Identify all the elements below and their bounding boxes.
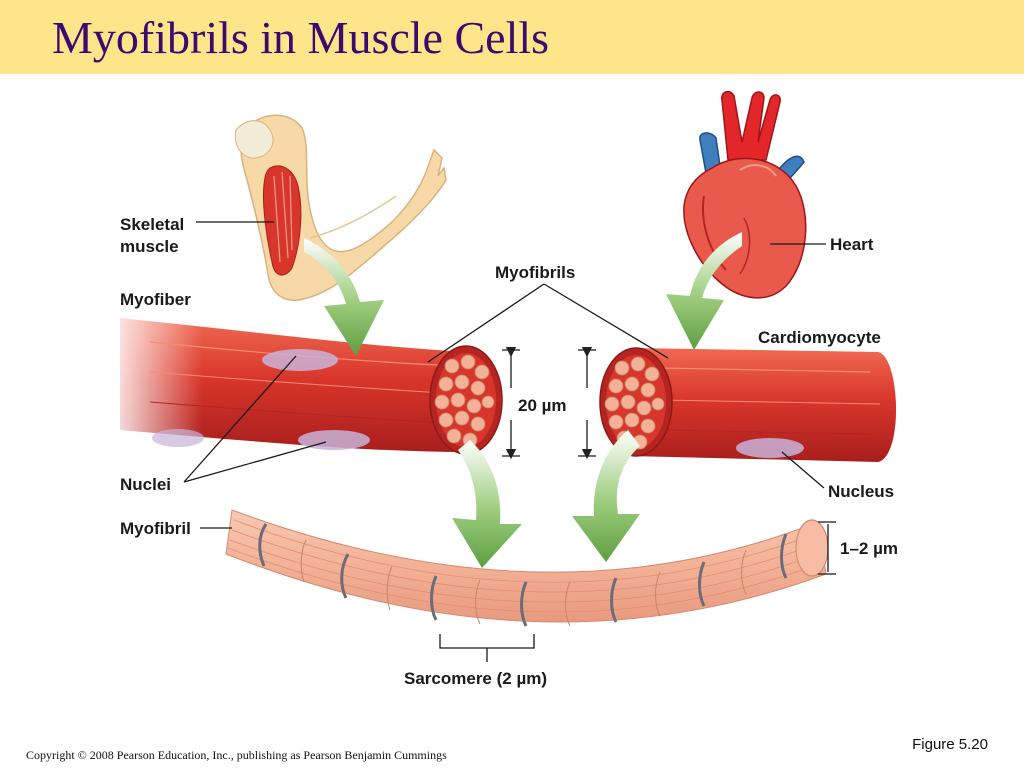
arrow-myofiber-to-myofibril	[452, 440, 522, 568]
label-nuclei: Nuclei	[120, 475, 171, 494]
label-skeletal-muscle-2: muscle	[120, 237, 179, 256]
label-1-2um: 1–2 µm	[840, 539, 898, 558]
label-myofiber: Myofiber	[120, 290, 191, 309]
arrow-arm-to-myofiber	[304, 238, 384, 356]
title-bar: Myofibrils in Muscle Cells	[0, 0, 1024, 74]
sarcomere-bracket	[439, 634, 535, 662]
arrow-cardiomyocyte-to-myofibril	[572, 430, 640, 562]
arm-illustration	[234, 114, 447, 301]
transition-arrows	[304, 232, 742, 568]
copyright-notice: Copyright © 2008 Pearson Education, Inc.…	[26, 748, 447, 762]
slide-title: Myofibrils in Muscle Cells	[52, 12, 550, 63]
label-sarcomere: Sarcomere (2 µm)	[404, 669, 547, 688]
label-heart: Heart	[830, 235, 874, 254]
skeletal-cross-section	[429, 345, 503, 455]
leader-lines	[183, 221, 826, 529]
label-cardiomyocyte: Cardiomyocyte	[758, 328, 881, 347]
arrow-heart-to-cardiomyocyte	[666, 232, 742, 350]
myofibril-strand	[225, 509, 829, 627]
label-myofibrils: Myofibrils	[495, 263, 575, 282]
z-lines	[258, 523, 788, 627]
cardiomyocyte-nucleus	[736, 438, 804, 458]
cardiomyocyte	[599, 347, 897, 462]
skeletal-myofiber	[112, 312, 503, 455]
dimension-1-2um	[818, 521, 836, 575]
skeletal-nucleus-3	[152, 429, 204, 447]
label-myofibril: Myofibril	[120, 519, 191, 538]
dimension-20um	[502, 346, 596, 460]
skeletal-nucleus-1	[262, 349, 338, 371]
label-nucleus: Nucleus	[828, 482, 894, 501]
figure-number: Figure 5.20	[912, 736, 988, 753]
label-20um: 20 µm	[518, 396, 567, 415]
label-skeletal-muscle-1: Skeletal	[120, 215, 184, 234]
cardiac-cross-section	[599, 347, 673, 457]
